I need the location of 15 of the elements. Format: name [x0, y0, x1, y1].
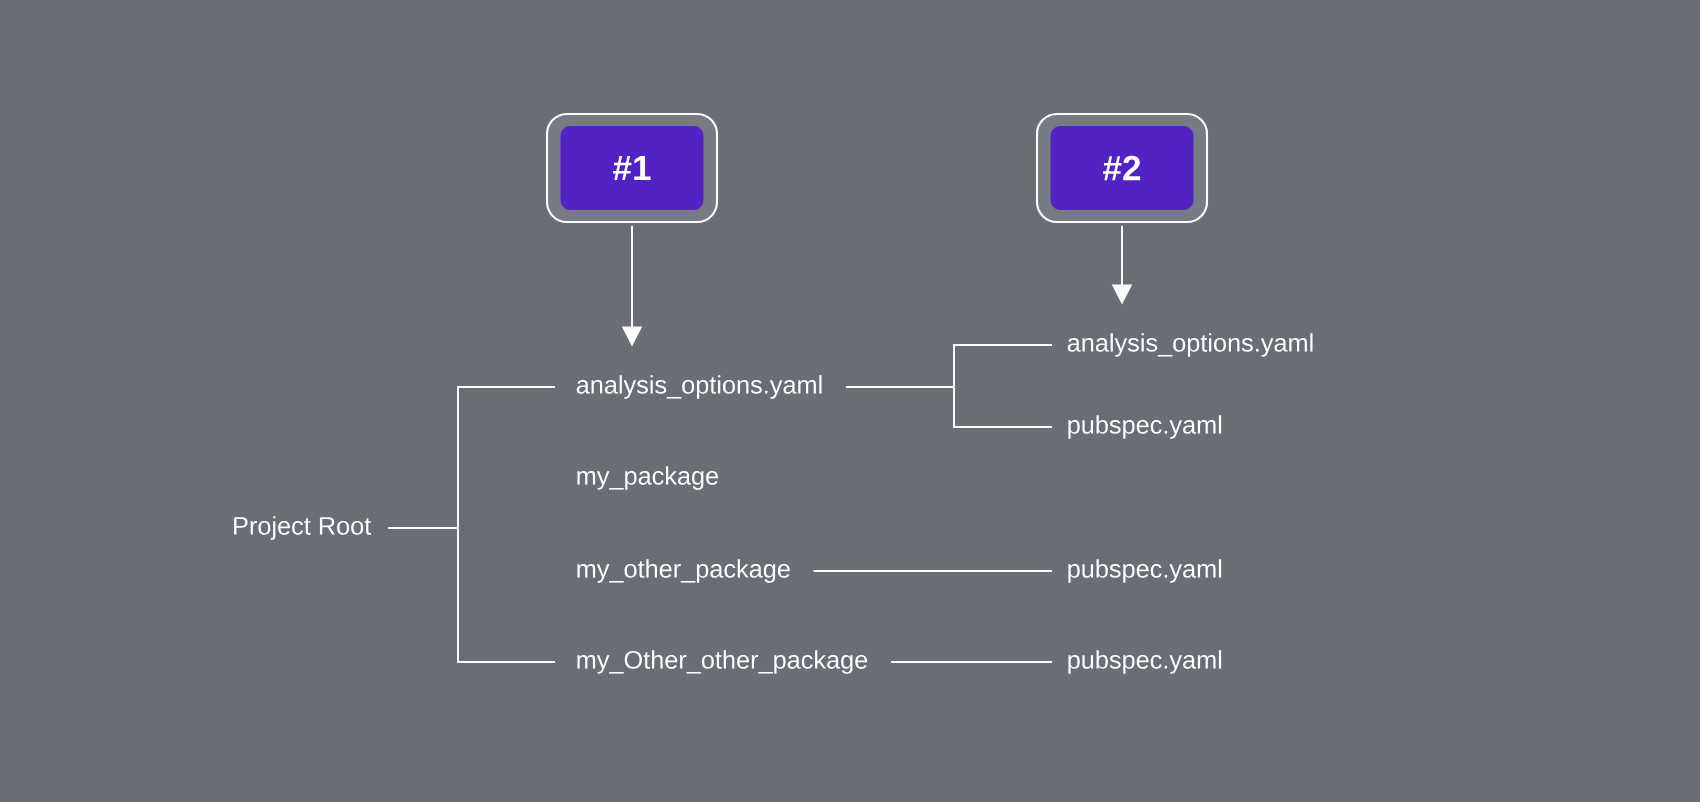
file-label: my_Other_other_package [577, 650, 868, 674]
badge-box: #2 [1035, 112, 1209, 224]
file-label: pubspec.yaml [1068, 650, 1222, 674]
connector-line [812, 570, 1053, 572]
file-label: analysis_options.yaml [576, 375, 822, 399]
tree-label: Project Root [234, 516, 372, 540]
connector-line [845, 386, 1053, 428]
file-label: pubspec.yaml [1068, 559, 1222, 583]
connector-line [387, 527, 556, 663]
file-label: my_other_package [577, 559, 790, 583]
file-label: my_package [577, 466, 719, 490]
connector-line [890, 661, 1053, 663]
badge-box: #1 [545, 112, 719, 224]
file-label: pubspec.yaml [1068, 415, 1222, 439]
file-label: analysis_options.yaml [1067, 333, 1313, 357]
